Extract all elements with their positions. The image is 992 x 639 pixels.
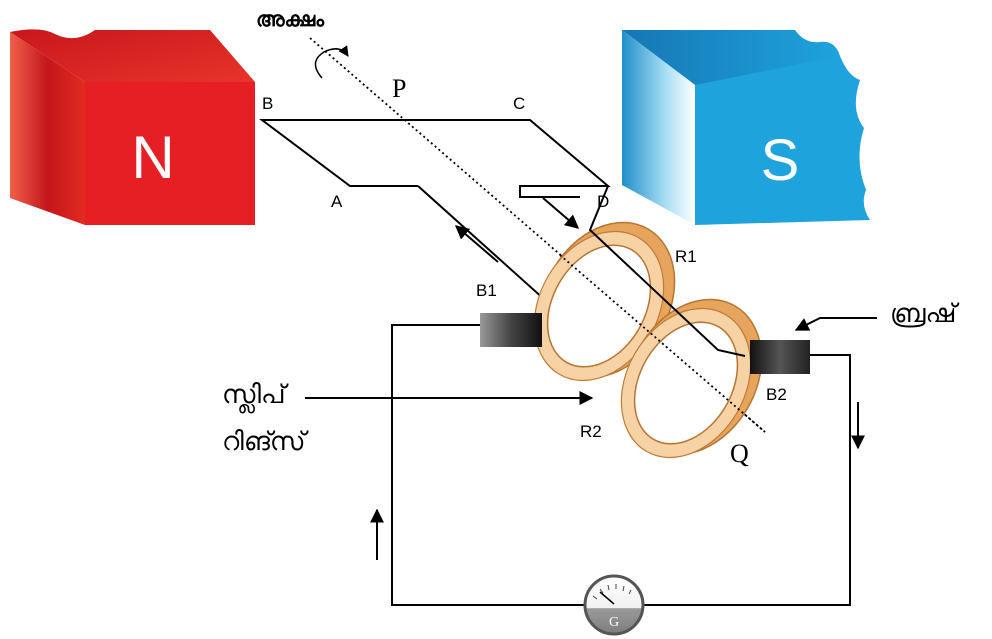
south-magnet-side-face — [622, 30, 695, 225]
brush-b2-body — [750, 340, 810, 374]
coil-corner-c: C — [513, 94, 525, 113]
galvanometer-scale-ticks — [592, 584, 632, 600]
brush-callout-label: ബ്രഷ് — [890, 298, 960, 328]
south-magnet: S — [622, 30, 870, 225]
left-wire — [391, 324, 585, 606]
slip-ring-r2 — [620, 298, 763, 459]
brush-b2 — [750, 340, 810, 374]
coil-lead-through-r2 — [588, 185, 746, 357]
north-magnet-side-face — [10, 32, 85, 225]
galvanometer-needle — [599, 591, 615, 605]
brush-label-b1: B1 — [476, 281, 497, 300]
axis-end-p: P — [392, 74, 406, 103]
callout-arrows — [305, 317, 877, 405]
slip-ring-callout-line1: സ്ലിപ് — [222, 379, 289, 413]
slip-ring-r1 — [533, 221, 676, 382]
galvanometer: G — [583, 574, 645, 636]
south-pole-label: S — [761, 128, 800, 193]
coil-corner-a: A — [331, 192, 343, 211]
slip-ring-r2-hole — [633, 321, 739, 445]
external-circuit — [391, 324, 851, 606]
coil-corner-b: B — [262, 94, 273, 113]
galvanometer-label: G — [609, 615, 619, 630]
axis-end-q: Q — [730, 439, 749, 468]
north-magnet-front-face — [85, 82, 255, 225]
brush-b1 — [480, 313, 542, 347]
rotation-axis-through-rings — [559, 254, 766, 433]
axis-label: അക്ഷം — [256, 8, 325, 31]
coil-corner-d: D — [597, 192, 609, 211]
rotation-direction-icon — [314, 45, 349, 79]
slip-ring-callout-line2: റിങ്സ് — [222, 426, 309, 456]
galvanometer-dial — [583, 574, 645, 636]
south-magnet-front-face — [695, 56, 870, 225]
north-magnet-top-face — [10, 29, 255, 82]
slip-ring-r1-hole — [546, 244, 652, 368]
brush-label-b2: B2 — [766, 385, 787, 404]
current-arrow-coil-in — [542, 197, 580, 229]
brush-b1-body — [480, 313, 542, 347]
coil-loop — [259, 119, 611, 198]
north-pole-label: N — [131, 124, 174, 191]
right-wire — [640, 354, 851, 606]
current-arrows — [370, 197, 865, 560]
ring-label-r1: R1 — [675, 247, 697, 266]
north-magnet: N — [10, 29, 255, 225]
ring-label-r2: R2 — [580, 422, 602, 441]
current-arrow-coil-out — [454, 225, 499, 263]
brush-callout-arrow — [794, 317, 877, 331]
